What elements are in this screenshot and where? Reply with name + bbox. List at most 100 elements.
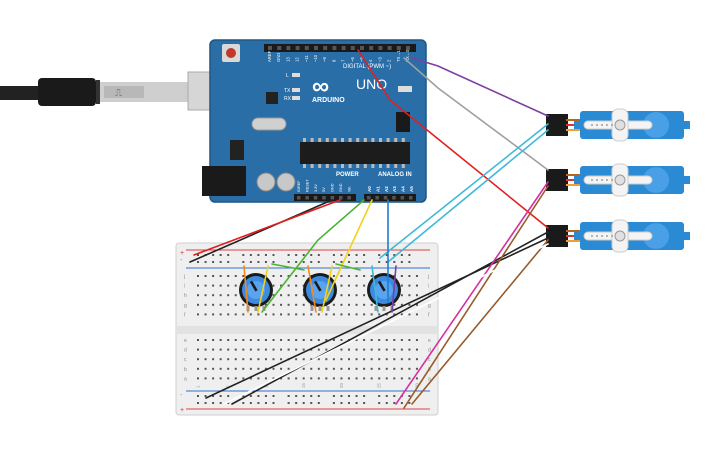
wire-red-signal <box>357 49 549 229</box>
analog-pin-label: A5 <box>409 186 414 192</box>
wire-cyan-servo <box>379 123 549 259</box>
row-letter: c <box>428 357 431 363</box>
power-pin-label: GND <box>339 183 343 192</box>
power-pin-label: GND <box>331 183 335 192</box>
wire-black-gnd <box>231 231 549 405</box>
analog-header <box>364 194 416 201</box>
power-pin-label: RESET <box>305 179 309 192</box>
board-model: UNO <box>356 76 387 92</box>
digital-pin-label: ~9 <box>322 57 327 62</box>
row-letter: j <box>427 274 429 280</box>
wire-purple-signal <box>411 57 549 117</box>
column-number: 15 <box>301 382 306 388</box>
svg-text:⎍: ⎍ <box>115 88 122 99</box>
wire-yellow-pot2 <box>321 265 333 313</box>
row-letter: b <box>184 367 187 373</box>
wire-black-5v-gnd <box>189 199 333 263</box>
power-pin-label: 5V <box>322 187 326 192</box>
digital-pin <box>295 46 300 50</box>
row-letter: f <box>184 312 186 318</box>
rail-sign-minus-bottom: - <box>180 392 183 399</box>
row-letter: f <box>428 312 430 318</box>
column-number: 30 <box>414 382 419 388</box>
digital-pin <box>369 46 374 50</box>
digital-pin-label: 8 <box>331 59 336 62</box>
digital-pin <box>378 46 383 50</box>
digital-pin <box>387 46 392 50</box>
wire-purple-pot3 <box>391 265 397 313</box>
atmega-chip <box>300 142 410 164</box>
digital-pin <box>396 46 401 50</box>
wire-green-a0 <box>261 199 365 313</box>
digital-pin-label: GND <box>276 53 281 62</box>
wire-green-pot2 <box>335 263 361 271</box>
digital-pin-label: ~5 <box>359 57 364 62</box>
digital-pin-label: 12 <box>295 57 300 62</box>
rail-sign-plus-top: + <box>180 250 184 257</box>
digital-pin-label: ~3 <box>377 57 382 62</box>
column-number: 5 <box>226 385 231 388</box>
board-brand: ARDUINO <box>312 97 345 104</box>
usb-cable-icon: ⎍ <box>0 71 221 111</box>
rail-sign-minus-top: - <box>180 257 183 264</box>
row-letter: a <box>184 376 187 382</box>
led-label-rx: RX <box>284 96 292 102</box>
wire-magenta <box>395 181 549 405</box>
digital-header <box>264 44 416 52</box>
digital-pin <box>350 46 355 50</box>
arduino-logo-icon: ∞ <box>312 73 329 100</box>
digital-pin-label: AREF <box>267 50 272 62</box>
digital-pin <box>286 46 291 50</box>
digital-pin <box>332 46 337 50</box>
analog-pin-label: A2 <box>384 186 389 192</box>
wire-cyan-pot3 <box>371 265 379 313</box>
servo-motor-icon <box>546 108 690 142</box>
row-letter: h <box>184 293 187 299</box>
column-number: 1 <box>196 385 201 388</box>
digital-pin-label: 7 <box>341 59 346 62</box>
analog-pin-label: A1 <box>375 186 380 192</box>
power-pin-label: IOREF <box>297 180 301 192</box>
digital-pin-label: 13 <box>285 57 290 62</box>
row-letter: d <box>184 348 187 354</box>
row-letter: g <box>184 303 187 309</box>
digital-pin-label: TX→1 <box>396 49 401 62</box>
digital-pin <box>268 46 272 50</box>
digital-pin <box>406 46 410 50</box>
digital-pin <box>304 46 309 50</box>
wire-brown-2 <box>411 239 549 405</box>
power-pin-label: Vin <box>347 187 351 192</box>
led-label-tx: TX <box>284 88 291 94</box>
wire-green-pot1 <box>271 263 305 271</box>
row-letter: c <box>184 357 187 363</box>
wire-yellow-a1 <box>325 199 373 301</box>
power-jack <box>202 166 246 196</box>
wire-orange-pot2 <box>307 265 317 313</box>
digital-label: DIGITAL (PWM ~) <box>343 64 391 70</box>
row-letter: d <box>428 348 431 354</box>
analog-pin-label: A4 <box>401 186 406 192</box>
analog-pin-label: A0 <box>367 186 372 192</box>
rail-sign-plus-bottom: + <box>180 407 184 414</box>
led-label-l: L <box>286 73 289 79</box>
servo-motor-icon <box>546 219 690 253</box>
wire-red-5v <box>193 199 341 256</box>
digital-pin-label: 2 <box>387 59 392 62</box>
analog-pin-label: A3 <box>392 186 397 192</box>
row-letter: i <box>428 284 429 290</box>
power-pin-label: 3.3V <box>314 184 318 192</box>
row-letter: a <box>428 376 431 382</box>
row-letter: e <box>428 338 431 344</box>
digital-pin <box>360 46 364 50</box>
analog-label: ANALOG IN <box>378 172 412 178</box>
wire-yellow-pot1 <box>257 265 269 313</box>
digital-pin-label: ~6 <box>350 57 355 62</box>
column-number: 20 <box>339 382 344 388</box>
row-letter: e <box>184 338 187 344</box>
row-letter: i <box>184 284 185 290</box>
digital-pin-label: ~11 <box>304 55 309 62</box>
